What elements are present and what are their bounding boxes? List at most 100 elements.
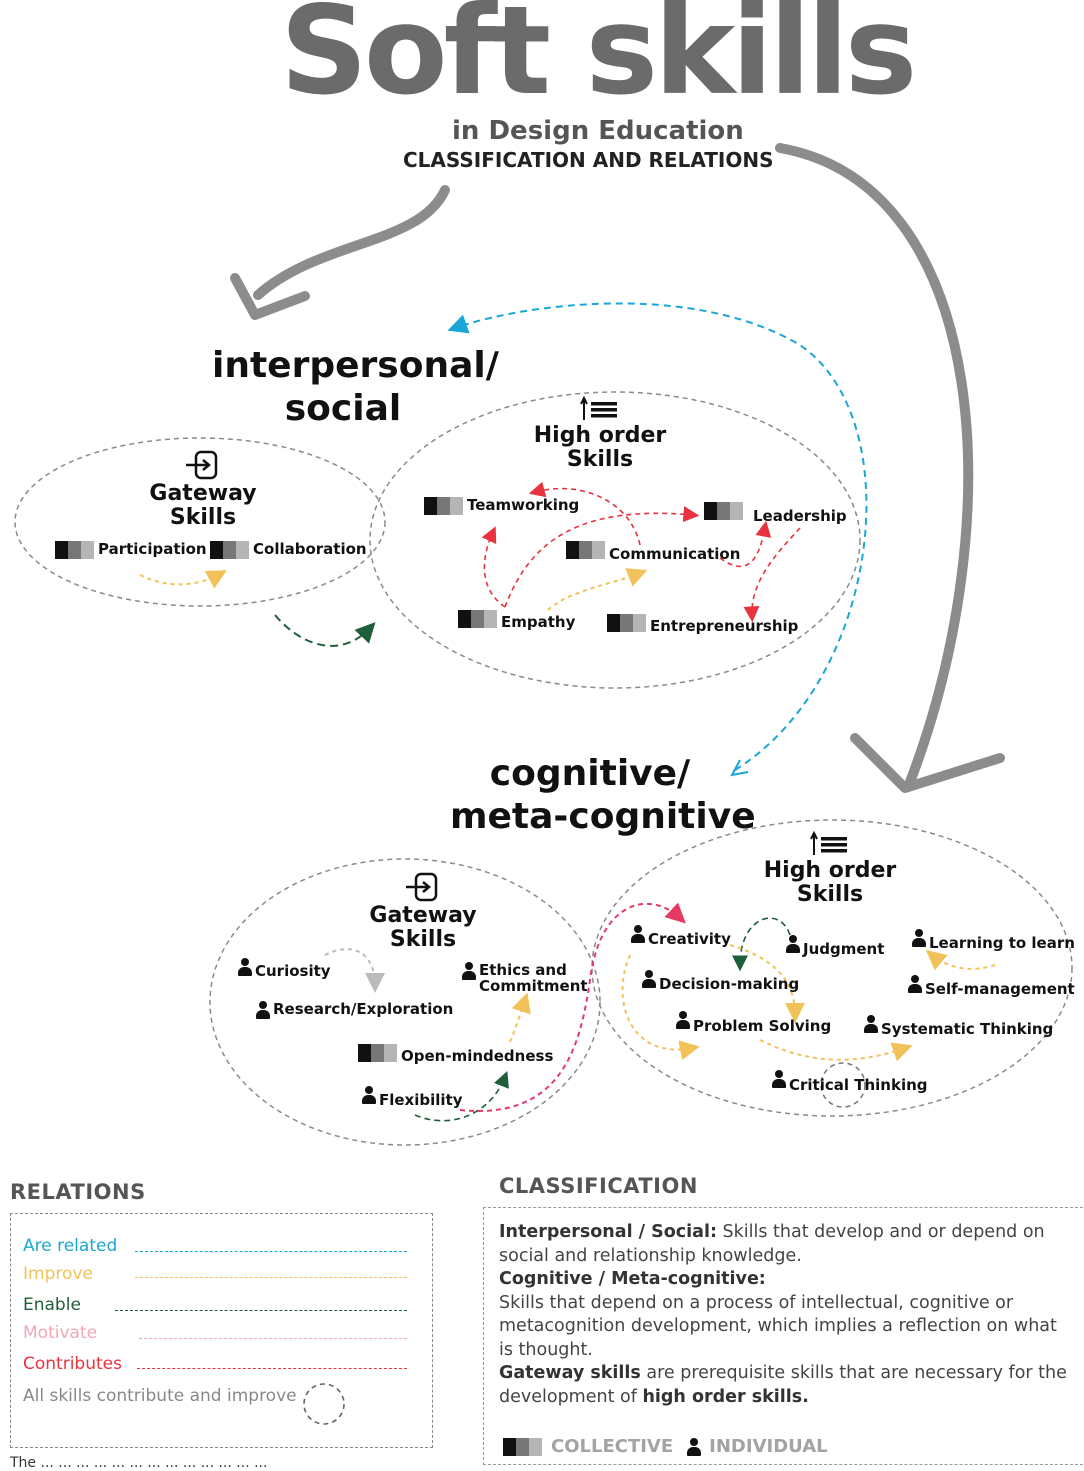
classification-gateway: Gateway skills are prerequisite skills t… — [499, 1362, 1069, 1409]
cognitive-text: Skills that depend on a process of intel… — [499, 1292, 1057, 1360]
enable-arrow-gateway-highorder — [274, 614, 376, 647]
footnote: The ... ... ... ... ... ... ... ... ... … — [10, 1455, 268, 1471]
skill-curiosity: Curiosity — [238, 958, 331, 980]
skill-leadership: Leadership — [704, 502, 847, 525]
collective-icon — [458, 610, 498, 628]
individual-icon — [462, 962, 476, 980]
flow-arrowhead-cognitive — [850, 733, 1005, 793]
contributes-arrow-leadership-entrepreneurship — [743, 527, 801, 623]
highorder-title-line2: Skills — [796, 882, 864, 908]
gateway-title-line1: Gateway — [369, 903, 477, 928]
legend-line-enable — [115, 1310, 407, 1311]
icon-key: COLLECTIVE INDIVIDUAL — [503, 1436, 828, 1457]
legend-label-enable: Enable — [23, 1295, 81, 1315]
skill-label: Judgment — [803, 940, 885, 958]
gateway-icon — [406, 872, 438, 902]
skill-research-exploration: Research/Exploration — [256, 1001, 453, 1019]
skill-label: Entrepreneurship — [650, 617, 799, 635]
relations-heading: RELATIONS — [10, 1180, 146, 1204]
skill-participation: Participation — [55, 541, 207, 559]
legend-label-improve: Improve — [23, 1264, 93, 1284]
individual-icon — [256, 1001, 270, 1019]
flow-arrow-to-cognitive — [775, 143, 974, 787]
skill-open-mindedness: Open-mindedness — [358, 1044, 553, 1065]
skill-label: Communication — [609, 545, 741, 563]
cognitive-gateway-title: Gateway Skills — [360, 872, 486, 952]
cognitive-title-line1: cognitive/ — [489, 753, 691, 794]
highorder-title-line2: Skills — [566, 447, 634, 473]
skill-label: Research/Exploration — [273, 1000, 454, 1018]
motivate-arrow-curiosity — [324, 948, 385, 993]
contributes-arrow-empathy-teamworking — [481, 526, 506, 608]
individual-icon — [687, 1437, 702, 1456]
legend-line-related — [135, 1251, 407, 1252]
skill-collaboration: Collaboration — [210, 541, 367, 559]
classification-text: Interpersonal / Social: Skills that deve… — [499, 1221, 1069, 1409]
individual-icon — [786, 935, 800, 953]
gateway-icon — [186, 450, 218, 480]
skill-teamworking: Teamworking — [424, 497, 579, 515]
legend-label-related: Are related — [23, 1236, 118, 1256]
interpersonal-label: Interpersonal / Social: — [499, 1222, 717, 1242]
relations-legend: Are related Improve Enable Motivate Cont… — [10, 1213, 433, 1448]
skill-creativity: Creativity — [631, 925, 731, 948]
legend-line-motivate — [139, 1338, 407, 1339]
high-order-icon — [810, 831, 847, 855]
individual-icon — [912, 929, 926, 947]
cognitive-highorder-title: High order Skills — [762, 831, 898, 907]
skill-flexibility: Flexibility — [362, 1086, 463, 1109]
interpersonal-highorder-title: High order Skills — [532, 396, 668, 472]
high-order-icon — [580, 396, 617, 420]
skill-label: Decision-making — [659, 975, 800, 993]
flow-arrow-to-interpersonal — [253, 185, 450, 300]
highorder-title-line1: High order — [533, 423, 667, 448]
cognitive-title-line2: meta-cognitive — [450, 796, 756, 838]
skill-entrepreneurship: Entrepreneurship — [607, 614, 798, 635]
skill-systematic-thinking: Systematic Thinking — [864, 1015, 1053, 1038]
collective-icon — [358, 1044, 398, 1062]
skill-critical-thinking: Critical Thinking — [772, 1070, 928, 1094]
related-arrowhead-cognitive — [730, 759, 749, 777]
improve-arrow-creativity-problem-solving — [621, 954, 700, 1061]
classification-interpersonal: Interpersonal / Social: Skills that deve… — [499, 1221, 1069, 1268]
individual-icon — [362, 1086, 376, 1104]
skill-empathy: Empathy — [458, 610, 575, 631]
individual-icon — [238, 958, 252, 976]
improve-arrow-selfmanagement-learning — [925, 949, 996, 971]
high-order-label: high order skills. — [642, 1386, 809, 1407]
skill-label: Leadership — [753, 507, 847, 525]
highorder-title-line1: High order — [763, 858, 897, 883]
cognitive-gateway-ellipse — [209, 858, 601, 1146]
individual-icon — [772, 1070, 786, 1088]
skill-ethics-commitment: Ethics and Commitment — [462, 962, 588, 994]
improve-arrow-empathy-communication — [547, 568, 648, 611]
related-arrow-groups — [447, 302, 868, 771]
skill-problem-solving: Problem Solving — [676, 1011, 831, 1035]
gateway-label: Gateway skills — [499, 1363, 641, 1383]
skill-label-line2: Commitment — [479, 977, 588, 995]
individual-icon — [631, 925, 645, 943]
collective-icon — [55, 541, 95, 559]
interpersonal-group-title: interpersonal/ social — [212, 344, 499, 430]
subtitle: in Design Education — [452, 116, 744, 146]
classification-heading: CLASSIFICATION — [499, 1174, 698, 1198]
skill-label: Curiosity — [255, 962, 331, 980]
skill-label: Problem Solving — [693, 1017, 832, 1035]
improve-arrow-participation-collaboration — [139, 570, 228, 589]
skill-judgment: Judgment — [786, 935, 884, 958]
skill-label: Self-management — [925, 980, 1075, 998]
skill-label: Empathy — [501, 613, 576, 631]
legend-label-motivate: Motivate — [23, 1323, 98, 1343]
interpersonal-text: Skills that develop and or depend on soc… — [499, 1222, 1045, 1266]
legend-label-contributes: Contributes — [23, 1354, 122, 1374]
skill-label: Participation — [98, 540, 207, 558]
individual-label: INDIVIDUAL — [709, 1436, 828, 1457]
collective-icon — [704, 502, 744, 520]
classification-cognitive-label-row: Cognitive / Meta-cognitive: — [499, 1268, 1069, 1292]
collective-icon — [607, 614, 647, 632]
collective-icon — [210, 541, 250, 559]
collective-label: COLLECTIVE — [551, 1436, 674, 1457]
interpersonal-title-line1: interpersonal/ — [212, 345, 499, 386]
enable-arrow-judgment-decision — [732, 917, 791, 972]
flow-arrowhead-interpersonal — [230, 273, 310, 320]
